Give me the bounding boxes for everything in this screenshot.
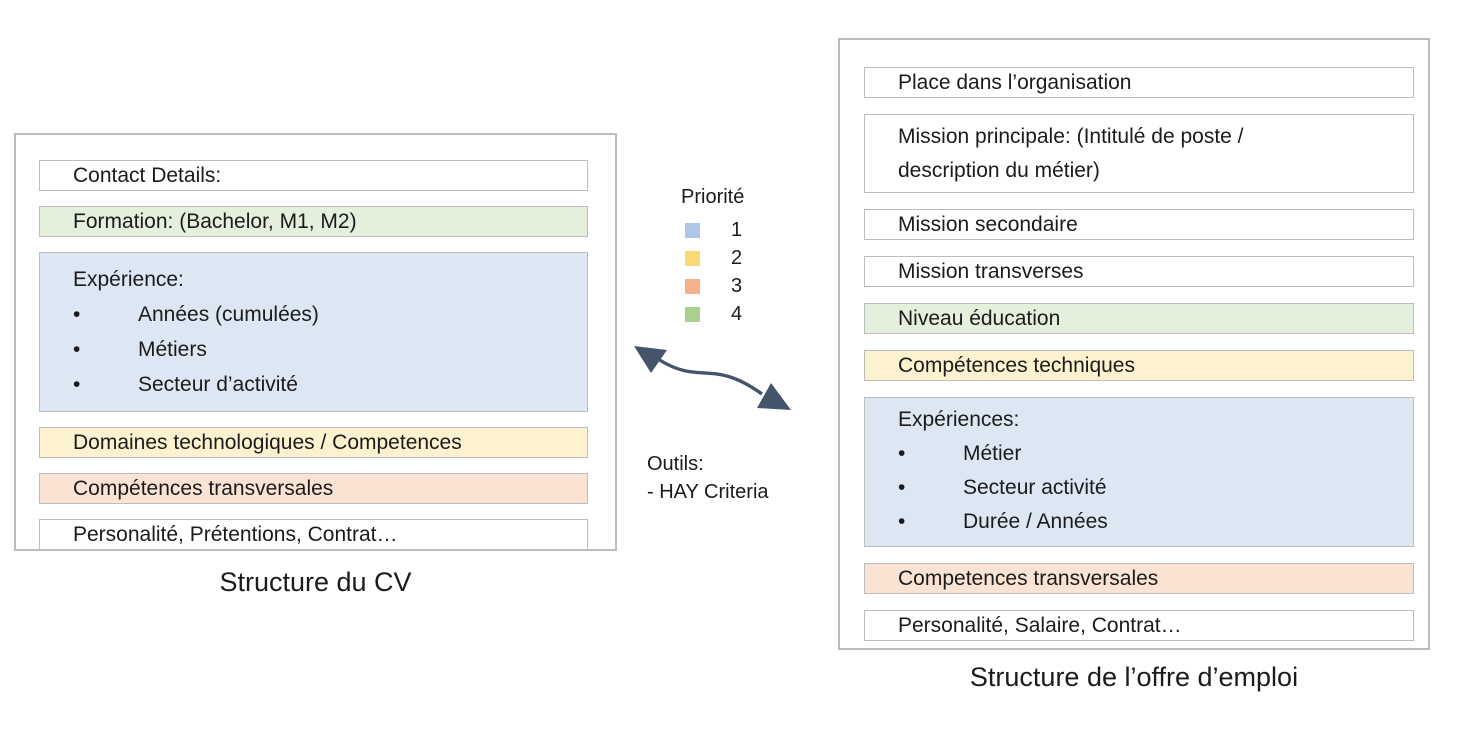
legend-swatch-icon xyxy=(685,222,700,238)
cv-row-2-item-0-label: Années (cumulées) xyxy=(138,303,319,326)
offer-row-6-item-2: • Durée / Années xyxy=(898,505,1403,539)
offer-row-6: Expériences: • Métier • Secteur activité • Dur… xyxy=(864,397,1414,547)
cv-row-2-item-0: • Années (cumulées) xyxy=(73,297,577,332)
legend-swatch-icon xyxy=(685,278,700,294)
priority-legend: Priorité 1 2 3 4 xyxy=(678,186,747,328)
cv-row-3-label: Domaines technologiques / Competences xyxy=(73,431,462,454)
offer-row-6-item-1-label: Secteur activité xyxy=(963,476,1107,499)
offer-row-6-header: Expériences: xyxy=(898,408,1020,431)
offer-row-3-label: Mission transverses xyxy=(898,260,1084,283)
cv-row-3: Domaines technologiques / Competences xyxy=(39,427,588,458)
tools-label: Outils: xyxy=(647,453,704,475)
cv-row-2-item-1: • Métiers xyxy=(73,332,577,367)
bullet-icon: • xyxy=(898,476,906,499)
bidirectional-arrow-icon xyxy=(634,346,791,410)
cv-row-2-header: Expérience: xyxy=(73,268,184,291)
cv-row-0-label: Contact Details: xyxy=(73,164,222,187)
cv-row-1-label: Formation: (Bachelor, M1, M2) xyxy=(73,210,357,233)
offer-row-7-label: Competences transversales xyxy=(898,567,1159,590)
bullet-icon: • xyxy=(73,338,81,361)
offer-row-6-item-0-label: Métier xyxy=(963,442,1022,465)
legend-item-label: 2 xyxy=(731,246,743,269)
cv-structure-panel: Contact Details: Formation: (Bachelor, M1… xyxy=(14,133,617,551)
offer-row-3: Mission transverses xyxy=(864,256,1414,287)
cv-row-2-item-2: • Secteur d’activité xyxy=(73,367,577,402)
offer-row-5: Compétences techniques xyxy=(864,350,1414,381)
cv-row-4: Compétences transversales xyxy=(39,473,588,504)
offer-row-8-label: Personalité, Salaire, Contrat… xyxy=(898,614,1182,637)
bullet-icon: • xyxy=(73,303,81,326)
legend-item-label: 1 xyxy=(731,218,743,241)
bullet-icon: • xyxy=(73,373,81,396)
offer-row-6-item-2-label: Durée / Années xyxy=(963,510,1108,533)
legend-items-container: 1 2 3 4 xyxy=(678,216,747,328)
offer-row-2: Mission secondaire xyxy=(864,209,1414,240)
legend-title: Priorité xyxy=(681,186,745,208)
cv-row-2-item-1-label: Métiers xyxy=(138,338,207,361)
offer-row-8: Personalité, Salaire, Contrat… xyxy=(864,610,1414,641)
offer-panel-caption: Structure de l’offre d’emploi xyxy=(969,662,1299,692)
tools-note: Outils: - HAY Criteria xyxy=(647,450,769,506)
legend-item-label: 3 xyxy=(731,274,743,297)
legend-item-label: 4 xyxy=(731,302,743,325)
legend-item-2: 2 xyxy=(678,244,747,272)
legend-swatch-icon xyxy=(685,250,700,266)
offer-row-6-item-1: • Secteur activité xyxy=(898,471,1403,505)
offer-row-2-label: Mission secondaire xyxy=(898,213,1078,236)
legend-swatch-icon xyxy=(685,306,700,322)
offer-row-0-label: Place dans l’organisation xyxy=(898,71,1132,94)
tools-item: - HAY Criteria xyxy=(647,481,769,503)
cv-panel-caption: Structure du CV xyxy=(219,567,412,597)
offer-row-0: Place dans l’organisation xyxy=(864,67,1414,98)
cv-row-5-label: Personalité, Prétentions, Contrat… xyxy=(73,523,398,546)
legend-item-3: 3 xyxy=(678,272,747,300)
cv-row-4-label: Compétences transversales xyxy=(73,477,334,500)
offer-row-1: Mission principale: (Intitulé de poste /… xyxy=(864,114,1414,193)
cv-row-2-item-2-label: Secteur d’activité xyxy=(138,373,298,396)
bullet-icon: • xyxy=(898,442,906,465)
cv-rows-container: Contact Details: Formation: (Bachelor, M1… xyxy=(39,160,588,550)
cv-row-2: Expérience: • Années (cumulées) • Métiers • Se… xyxy=(39,252,588,412)
offer-row-5-label: Compétences techniques xyxy=(898,354,1135,377)
bullet-icon: • xyxy=(898,510,906,533)
legend-item-1: 1 xyxy=(678,216,747,244)
offer-row-6-item-0: • Métier xyxy=(898,437,1403,471)
offer-row-4-label: Niveau éducation xyxy=(898,307,1061,330)
offer-row-7: Competences transversales xyxy=(864,563,1414,594)
cv-row-5: Personalité, Prétentions, Contrat… xyxy=(39,519,588,550)
offer-row-4: Niveau éducation xyxy=(864,303,1414,334)
legend-item-4: 4 xyxy=(678,300,747,328)
cv-row-1: Formation: (Bachelor, M1, M2) xyxy=(39,206,588,237)
offer-row-1-label: Mission principale: (Intitulé de poste /… xyxy=(898,125,1244,182)
cv-row-0: Contact Details: xyxy=(39,160,588,191)
